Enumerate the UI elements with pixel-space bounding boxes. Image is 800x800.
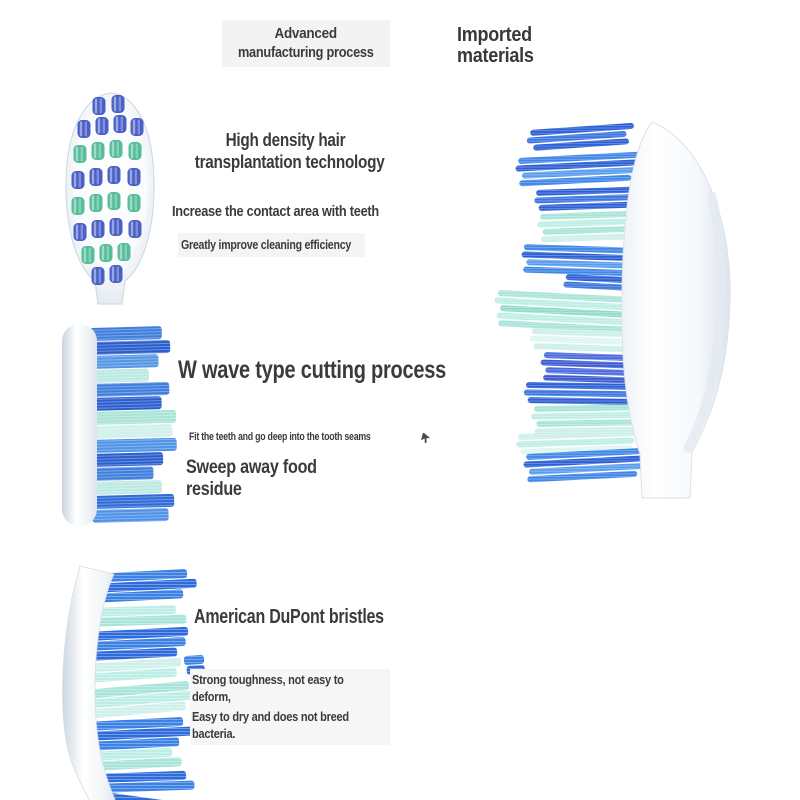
advanced-line1: Advanced [274,25,338,42]
advanced-line2: manufacturing process [238,44,374,61]
handle-shading [683,191,726,453]
sweep-food-text: Sweep away food residue [186,457,340,501]
brush-large-figure [493,121,731,499]
cleaning-efficiency-text: Greatly improve cleaning efficiency [178,233,365,257]
toughness-line1: Strong toughness, not easy to [192,672,344,687]
easy-dry-line2: bacteria. [192,726,236,741]
sweep-food-line1: Sweep away food [186,457,317,478]
bristle-clusters [84,569,205,800]
high-density-title-line1: High density hair [225,130,345,150]
high-density-title: High density hair transplantation techno… [178,129,392,173]
advanced-process-label: Advanced manufacturing process [222,20,390,67]
brush-side-bristles-figure [62,565,205,800]
brush-handle [62,565,116,800]
bristle-texture [88,570,203,800]
imported-line2: materials [457,45,534,67]
imported-materials-label: Imported materials [457,25,542,67]
brush-handle [62,324,97,526]
toughness-text: Strong toughness, not easy to deform, [190,669,390,708]
cursor-icon [421,433,431,444]
fit-teeth-text: Fit the teeth and go deep into the tooth… [189,431,431,444]
brush-handle [621,121,731,499]
bristle-texture [87,323,185,526]
easy-dry-line1: Easy to dry and does not breed [192,709,349,724]
brush-front-figure [65,92,155,305]
imported-line1: Imported [457,24,532,46]
dupont-title: American DuPont bristles [194,606,384,628]
bristle-stripes [87,323,185,526]
brush-side-wave-figure [62,323,185,526]
toughness-line2: deform, [192,689,231,704]
sweep-food-line2: residue [186,479,242,500]
high-density-title-line2: transplantation technology [194,152,385,172]
w-wave-title: W wave type cutting process [178,356,447,384]
contact-area-text: Increase the contact area with teeth [172,203,379,220]
easy-dry-text: Easy to dry and does not breed bacteria. [190,706,390,745]
